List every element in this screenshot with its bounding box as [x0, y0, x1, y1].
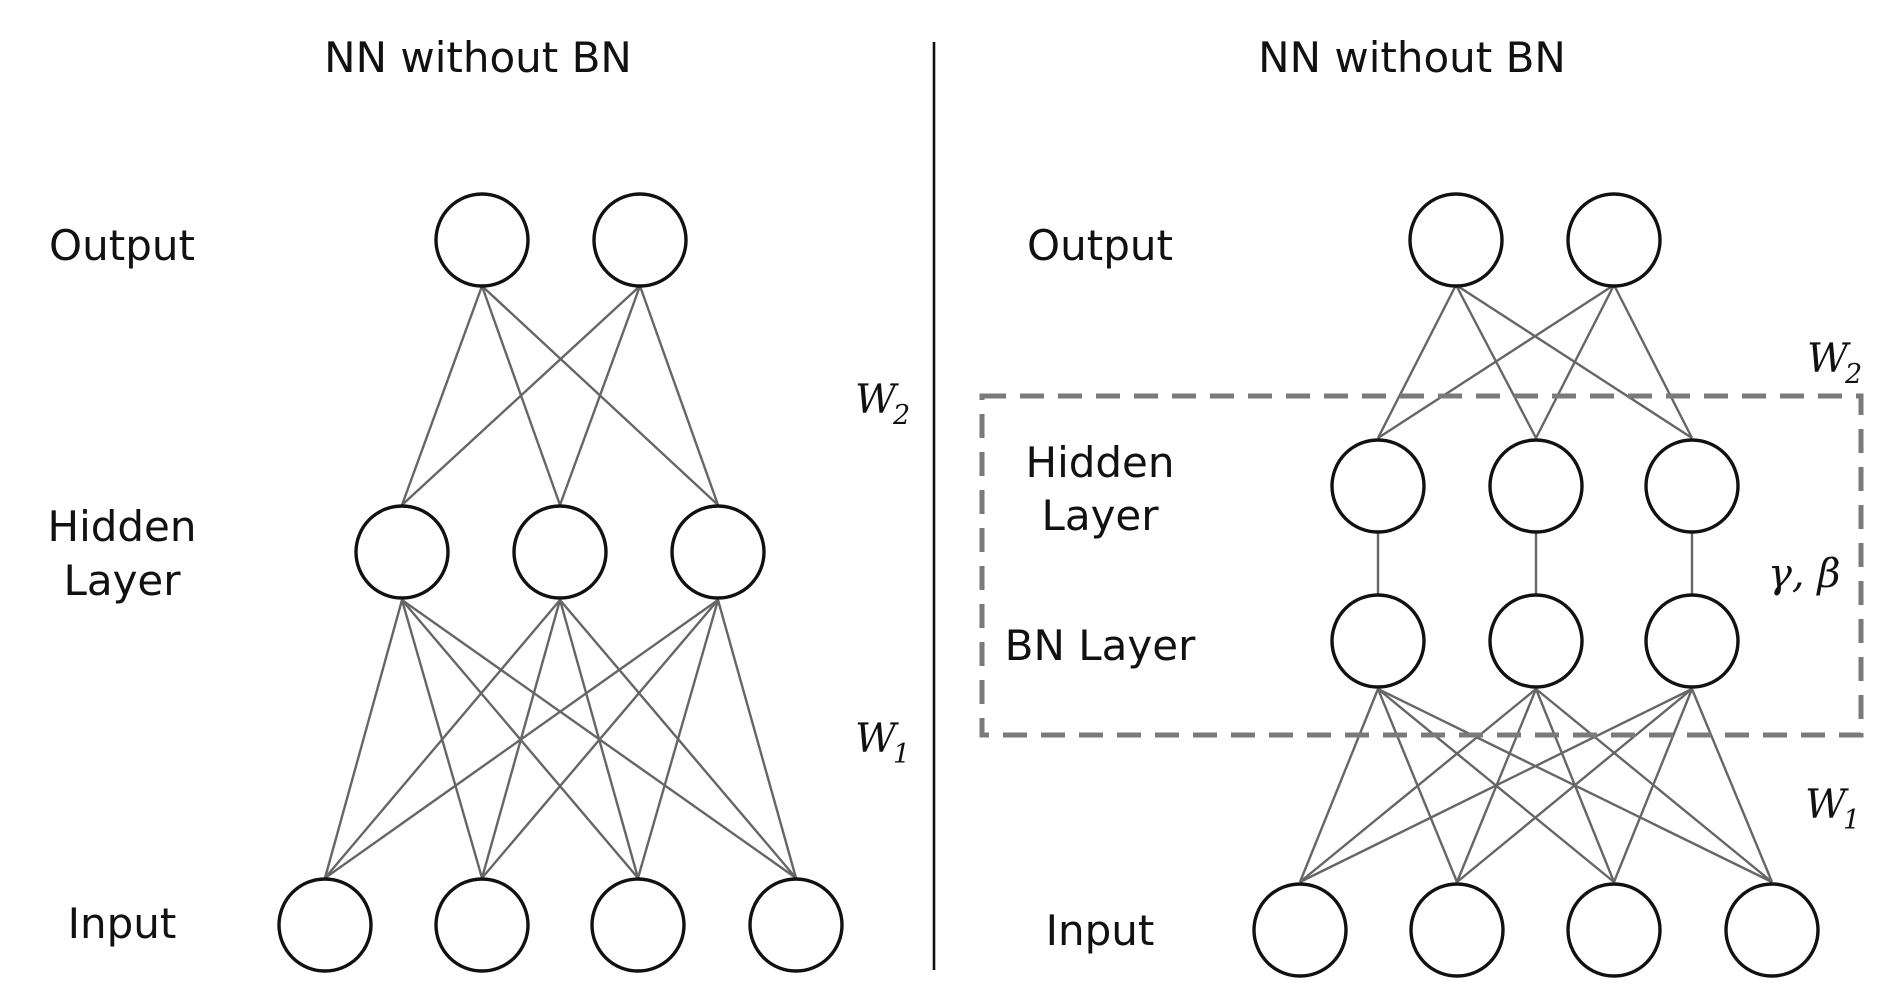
right-title: NN without BN	[1258, 33, 1566, 82]
left-edge	[481, 599, 719, 879]
bn-dashed-box	[979, 393, 1864, 738]
left-edge	[558, 285, 642, 506]
right-input-node	[1409, 882, 1505, 978]
right-edge	[1299, 687, 1693, 884]
right-edges-w1	[1298, 687, 1774, 884]
left-edges-w1	[323, 599, 798, 879]
right-edge	[1376, 284, 1458, 439]
left-hidden-node	[670, 504, 766, 600]
right-w1-label: W 1	[1805, 782, 1860, 836]
right-edge	[1299, 688, 1537, 883]
left-input-node	[748, 877, 844, 973]
right-output-nodes	[1408, 192, 1662, 288]
left-edges-w2	[400, 285, 720, 506]
right-output-node	[1408, 192, 1504, 288]
right-input-node	[1724, 882, 1820, 978]
right-w2-symbol: W	[1807, 336, 1851, 382]
right-input-nodes	[1252, 882, 1820, 978]
right-hidden-node	[1330, 438, 1426, 534]
right-edge	[1456, 688, 1693, 883]
left-edge	[401, 285, 641, 506]
right-edge	[1612, 284, 1694, 439]
left-input-node	[434, 877, 530, 973]
left-output-node	[434, 192, 530, 288]
right-edges-w2	[1376, 283, 1694, 440]
right-hidden-nodes	[1330, 438, 1740, 534]
left-edge	[400, 285, 484, 506]
right-panel: NN without BN	[979, 33, 1864, 978]
right-edges-gamma-beta	[1376, 533, 1694, 594]
left-w2-symbol: W	[855, 377, 899, 423]
left-output-nodes	[434, 192, 688, 288]
right-input-label: Input	[1046, 906, 1155, 955]
right-edge	[1377, 283, 1615, 440]
right-w1-symbol: W	[1805, 782, 1849, 828]
left-edge	[323, 599, 404, 879]
left-hidden-label-line1: Hidden	[47, 502, 196, 551]
right-bn-node	[1488, 593, 1584, 689]
gamma-beta-label: γ, β	[1768, 551, 1840, 597]
left-hidden-label-line2: Layer	[63, 556, 181, 605]
left-panel: NN without BN	[47, 33, 910, 973]
left-hidden-nodes	[354, 504, 766, 600]
right-input-node	[1566, 882, 1662, 978]
right-output-label: Output	[1027, 221, 1173, 270]
right-output-node	[1566, 192, 1662, 288]
right-bn-layer-label: BN Layer	[1005, 621, 1196, 670]
left-edge	[638, 285, 720, 506]
right-bn-node	[1644, 593, 1740, 689]
right-hidden-label-line2: Layer	[1041, 491, 1159, 540]
right-bn-nodes	[1330, 593, 1740, 689]
right-bn-node	[1330, 593, 1426, 689]
right-edge	[1534, 284, 1616, 439]
right-hidden-node	[1644, 438, 1740, 534]
left-w2-subscript: 2	[892, 400, 910, 431]
left-edge	[324, 599, 561, 879]
left-edge	[636, 599, 720, 879]
right-edge	[1612, 688, 1694, 883]
left-input-node	[590, 877, 686, 973]
left-title: NN without BN	[324, 33, 632, 82]
right-hidden-label-line1: Hidden	[1025, 438, 1174, 487]
right-edge	[1298, 688, 1380, 883]
left-input-node	[277, 877, 373, 973]
right-hidden-node	[1488, 438, 1584, 534]
right-edge	[1690, 688, 1774, 883]
left-w1-label: W 1	[855, 716, 910, 770]
left-input-label: Input	[68, 899, 177, 948]
left-hidden-node	[354, 504, 450, 600]
left-output-node	[592, 192, 688, 288]
left-edge	[716, 599, 798, 879]
right-input-node	[1252, 882, 1348, 978]
left-output-label: Output	[49, 221, 195, 270]
right-w2-label: W 2	[1807, 336, 1862, 390]
left-hidden-node	[512, 504, 608, 600]
left-input-nodes	[277, 877, 844, 973]
right-w1-subscript: 1	[1843, 805, 1860, 836]
right-w2-subscript: 2	[1844, 359, 1862, 390]
left-edge	[324, 599, 719, 879]
left-w1-symbol: W	[855, 716, 899, 762]
left-w2-label: W 2	[855, 377, 910, 431]
left-w1-subscript: 1	[893, 739, 910, 770]
